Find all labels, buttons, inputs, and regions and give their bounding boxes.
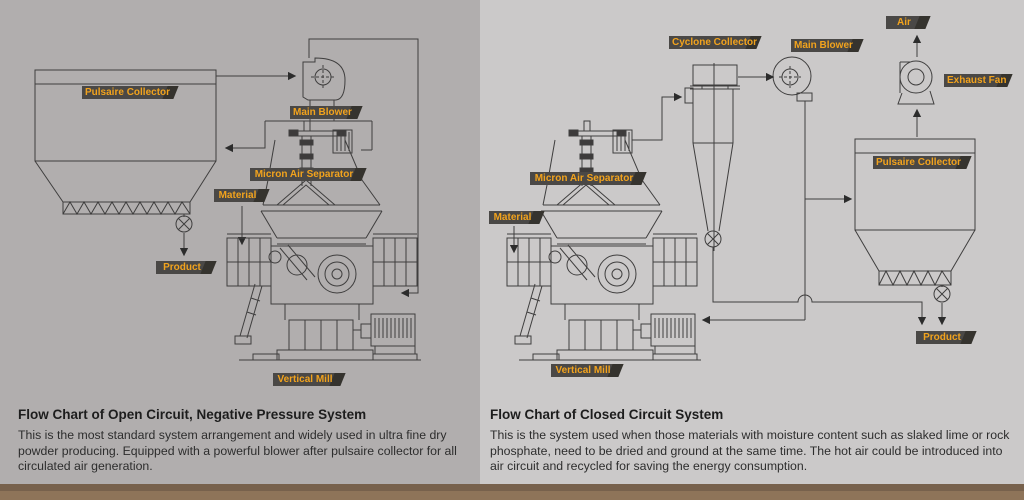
closed-circuit-title: Flow Chart of Closed Circuit System: [490, 407, 724, 422]
cyclone-product-pipe: [712, 247, 927, 326]
separator-to-collector-pipe: [224, 121, 266, 153]
label-vertical-mill-right: Vertical Mill: [551, 364, 615, 377]
label-micron-air-separator-right: Micron Air Separator: [530, 172, 638, 185]
label-air: Air: [886, 16, 922, 29]
main-blower-right-drawing: [772, 56, 813, 102]
open-circuit-diagram: [34, 38, 422, 361]
label-pulsaire-collector-right: Pulsaire Collector: [873, 156, 963, 169]
blower-recirculation-pipe: [308, 38, 419, 298]
open-circuit-caption: Flow Chart of Open Circuit, Negative Pre…: [18, 407, 473, 475]
label-material-left: Material: [214, 189, 261, 202]
pulsaire-collector-drawing: [34, 69, 217, 233]
label-exhaust-fan: Exhaust Fan: [944, 74, 1006, 87]
label-pulsaire-collector-left: Pulsaire Collector: [82, 86, 170, 99]
label-vertical-mill-left: Vertical Mill: [273, 373, 337, 386]
vertical-mill-right-drawing: [506, 120, 702, 361]
label-product-right: Product: [916, 331, 968, 344]
label-material-right: Material: [489, 211, 536, 224]
exhaust-fan-drawing: [897, 60, 935, 105]
open-circuit-title: Flow Chart of Open Circuit, Negative Pre…: [18, 407, 367, 422]
closed-circuit-caption: Flow Chart of Closed Circuit System This…: [490, 407, 1012, 475]
label-main-blower-right: Main Blower: [791, 39, 855, 52]
footer-bar-dark: [0, 484, 1024, 491]
separator-to-cyclone-pipe: [632, 92, 683, 141]
cyclone-collector-drawing: [684, 63, 740, 251]
closed-circuit-description: This is the system used when those mater…: [490, 428, 1010, 473]
label-product-left: Product: [156, 261, 208, 274]
diagram-line-art: [34, 34, 976, 361]
label-micron-air-separator-left: Micron Air Separator: [250, 168, 358, 181]
closed-circuit-diagram: [506, 34, 976, 361]
closed-circuit-panel: [480, 0, 1024, 484]
footer-bar-light: [0, 491, 1024, 500]
open-circuit-description: This is the most standard system arrange…: [18, 428, 457, 473]
vertical-mill-drawing: [226, 120, 422, 361]
hot-air-recycle-pipe: [703, 101, 806, 320]
label-cyclone-collector: Cyclone Collector: [669, 36, 757, 49]
pulsaire-collector-right-drawing: [854, 138, 976, 303]
label-main-blower-left: Main Blower: [290, 106, 354, 119]
